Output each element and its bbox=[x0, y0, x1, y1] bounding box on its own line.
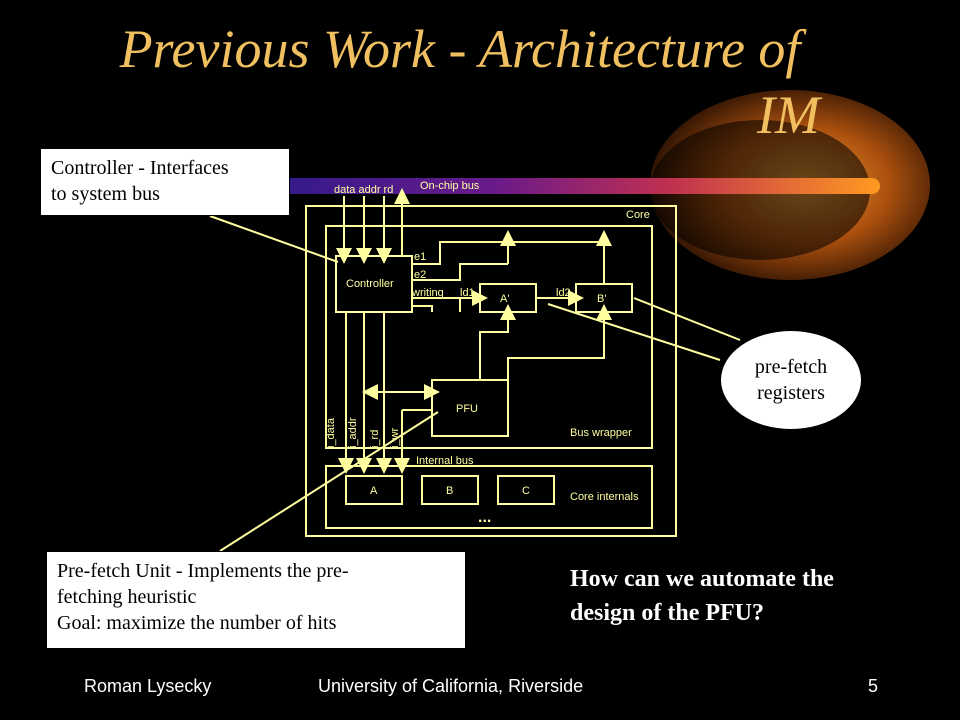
title-line-1: Previous Work - Architecture of bbox=[119, 19, 801, 79]
pfu-callout: Pre-fetch Unit - Implements the pre- fet… bbox=[46, 551, 466, 649]
signal-i-rd-label: i_rd bbox=[369, 430, 381, 448]
pfu-box bbox=[431, 379, 509, 437]
controller-callout-line-2: to system bus bbox=[51, 183, 160, 205]
bus-wrapper-label: Bus wrapper bbox=[570, 427, 632, 439]
prefetch-registers-callout: pre-fetch registers bbox=[720, 330, 862, 430]
slide-title: Previous Work - Architecture of IM bbox=[60, 16, 900, 148]
bus-label: On-chip bus bbox=[420, 180, 480, 192]
question-line-2: design of the PFU? bbox=[570, 600, 764, 626]
reg-c-box bbox=[497, 475, 555, 505]
ellipsis-label: ... bbox=[478, 509, 491, 526]
controller-box bbox=[335, 255, 413, 313]
signal-i-wr-label: i_wr bbox=[389, 427, 401, 448]
reg-b-box bbox=[421, 475, 479, 505]
prefetch-line-2: registers bbox=[757, 382, 825, 404]
reg-a-label: A bbox=[370, 485, 378, 497]
controller-callout: Controller - Interfaces to system bus bbox=[40, 148, 290, 216]
internal-bus-label: Internal bus bbox=[416, 455, 474, 467]
pfu-callout-line-3: Goal: maximize the number of hits bbox=[57, 612, 337, 634]
footer-page-number: 5 bbox=[868, 676, 879, 696]
signal-e1-label: e1 bbox=[414, 251, 426, 263]
reg-a-prime-label: A' bbox=[500, 293, 509, 305]
pfu-pointer bbox=[219, 411, 439, 552]
pfu-label: PFU bbox=[456, 403, 478, 415]
controller-callout-line-1: Controller - Interfaces bbox=[51, 157, 229, 179]
prefetch-pointer-a bbox=[547, 303, 721, 361]
signal-ld2-label: ld2 bbox=[556, 287, 571, 299]
footer-author: Roman Lysecky bbox=[84, 676, 212, 696]
prefetch-pointer-b bbox=[633, 297, 741, 341]
bus-signals-label: data addr rd bbox=[334, 184, 393, 196]
pfu-callout-line-2: fetching heuristic bbox=[57, 586, 197, 608]
prefetch-line-1: pre-fetch bbox=[754, 356, 828, 378]
core-label: Core bbox=[626, 209, 650, 221]
controller-pointer bbox=[209, 215, 339, 263]
footer-institution: University of California, Riverside bbox=[318, 676, 584, 696]
pfu-callout-line-1: Pre-fetch Unit - Implements the pre- bbox=[57, 560, 349, 582]
signal-i-data-label: i_data bbox=[325, 417, 337, 448]
reg-a-box bbox=[345, 475, 403, 505]
reg-b-label: B bbox=[446, 485, 453, 497]
controller-label: Controller bbox=[346, 278, 394, 290]
core-box bbox=[305, 205, 677, 537]
reg-b-prime-label: B' bbox=[597, 293, 606, 305]
signal-i-addr-label: i_addr bbox=[347, 417, 359, 448]
signal-writing-label: writing bbox=[411, 287, 444, 299]
reg-c-label: C bbox=[522, 485, 530, 497]
question-line-1: How can we automate the bbox=[570, 566, 834, 592]
signal-ld1-label: ld1 bbox=[460, 287, 475, 299]
core-internals-label: Core internals bbox=[570, 491, 639, 503]
signal-e2-label: e2 bbox=[414, 269, 426, 281]
title-line-2: IM bbox=[757, 85, 820, 145]
question-text: How can we automate the design of the PF… bbox=[570, 562, 950, 630]
